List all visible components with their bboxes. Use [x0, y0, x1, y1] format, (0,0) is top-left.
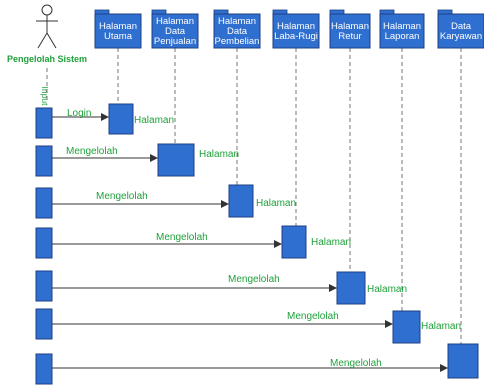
- activation-label: Halaman: [134, 115, 174, 126]
- target-activation: [281, 225, 307, 259]
- object-box: [437, 13, 484, 49]
- message-label: Mengelolah: [228, 274, 280, 285]
- message-label: Mengelolah: [156, 232, 208, 243]
- message-label: Mengelolah: [96, 191, 148, 202]
- object-box: [213, 13, 261, 49]
- sender-activation: [35, 145, 53, 177]
- target-activation: [228, 184, 254, 218]
- object-label-line: Halaman: [331, 21, 369, 32]
- object-label-line: Halaman: [99, 21, 137, 32]
- activation-label: Halaman: [199, 149, 239, 160]
- object-label-line: Halaman: [383, 21, 421, 32]
- object-box: [94, 13, 142, 49]
- object-label-line: Halaman: [218, 16, 256, 27]
- target-activation: [108, 103, 134, 135]
- object-label-line: Pembelian: [215, 36, 260, 47]
- activation-label: Halaman: [367, 284, 407, 295]
- message-label: Mengelolah: [66, 146, 118, 157]
- sender-activation: [35, 308, 53, 340]
- object-box: [379, 13, 425, 49]
- message-label: Mengelolah: [287, 311, 339, 322]
- object-label-line: Halaman: [277, 21, 315, 32]
- object-label-line: Karyawan: [440, 31, 482, 42]
- object-label-line: Data: [451, 21, 472, 32]
- object-label-line: Laba-Rugi: [274, 31, 318, 42]
- actor-label: Pengelolah Sistem: [7, 54, 87, 64]
- object-box: [151, 13, 199, 49]
- actor-head: [41, 4, 53, 16]
- object-label-line: Penjualan: [154, 36, 196, 47]
- actor-right-leg: [46, 32, 57, 49]
- actor-figure: [36, 4, 58, 49]
- input-label: Input: [40, 87, 50, 107]
- object-label-line: Retur: [338, 31, 361, 42]
- sender-activation: [35, 353, 53, 385]
- object-label-line: Data: [165, 26, 186, 37]
- object-label-line: Laporan: [385, 31, 420, 42]
- activation-label: Halaman: [311, 237, 351, 248]
- target-activation: [392, 310, 421, 344]
- activation-label: Halaman: [421, 321, 461, 332]
- object-label-line: Utama: [104, 31, 133, 42]
- message-label: Login: [67, 108, 91, 119]
- object-box: [329, 13, 371, 49]
- object-label-line: Halaman: [156, 16, 194, 27]
- sender-activation: [35, 270, 53, 302]
- activation-label: Halaman: [256, 198, 296, 209]
- target-activation: [157, 143, 195, 177]
- target-activation: [447, 343, 479, 379]
- target-activation: [336, 271, 366, 305]
- sender-activation: [35, 227, 53, 259]
- object-box: [272, 13, 320, 49]
- sender-activation: [35, 107, 53, 139]
- object-label-line: Data: [227, 26, 248, 37]
- message-label: Mengelolah: [330, 358, 382, 369]
- actor-left-leg: [37, 32, 48, 49]
- sender-activation: [35, 187, 53, 219]
